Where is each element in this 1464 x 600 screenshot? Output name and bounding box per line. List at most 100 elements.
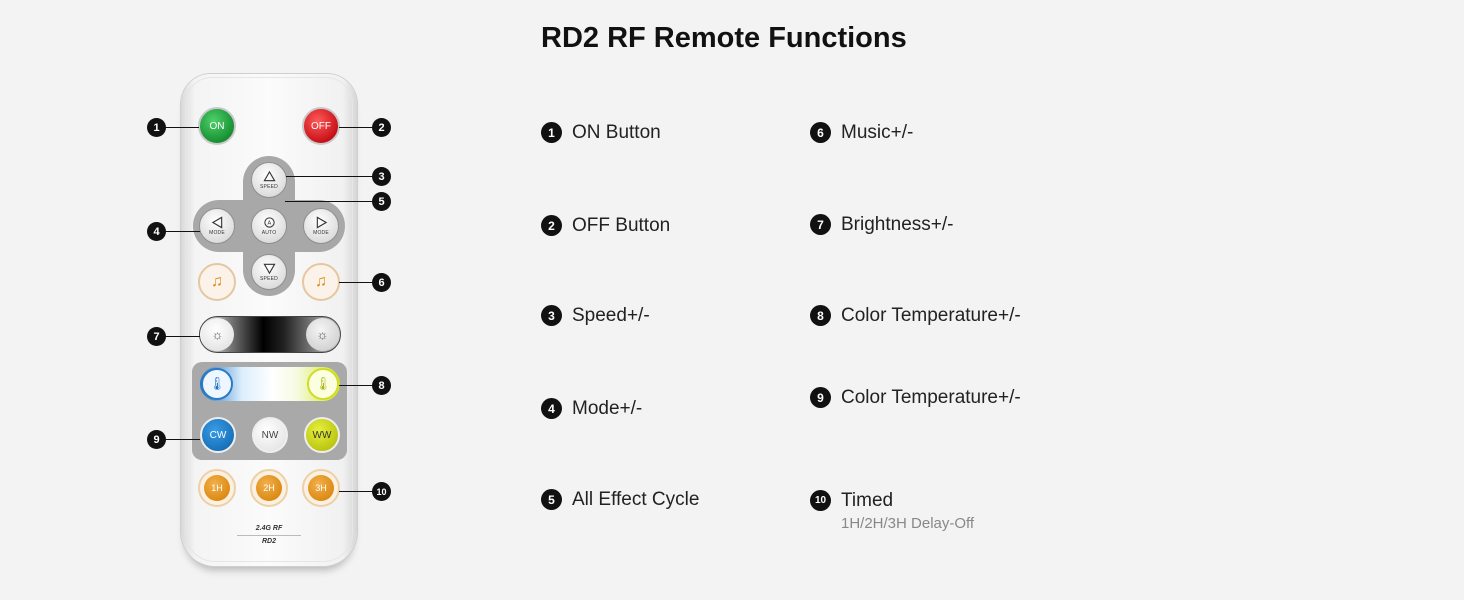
callout-line-3 [286,176,373,177]
mode-right-label: MODE [313,230,329,236]
brand-divider [237,535,301,536]
feature-number: 5 [541,489,562,510]
speed-down-button[interactable]: SPEED [251,254,287,290]
callout-dot-6: 6 [372,273,391,292]
thermometer-icon: 🌡 [314,376,332,391]
timer-2h-button[interactable]: 2H [250,469,288,507]
auto-cycle-icon: A [263,217,275,228]
ww-button[interactable]: WW [304,417,340,453]
sun-icon: ☼ [211,327,224,342]
color-temperature-panel: 🌡 🌡 CW NW WW [192,362,347,460]
callout-line-8 [339,385,373,386]
direction-pad: SPEED MODE A AUTO MODE SPEED [193,156,345,296]
triangle-down-icon [262,263,276,275]
feature-item-8: 8 Color Temperature+/- [810,305,1021,327]
mode-left-button[interactable]: MODE [199,208,235,244]
cw-button[interactable]: CW [200,417,236,453]
music-minus-button[interactable]: ♫ [198,263,236,301]
ww-label: WW [312,429,332,441]
page-title: RD2 RF Remote Functions [541,22,907,54]
callout-line-2 [339,127,373,128]
feature-text: Timed 1H/2H/3H Delay-Off [841,490,974,532]
auto-button[interactable]: A AUTO [251,208,287,244]
feature-item-4: 4 Mode+/- [541,398,642,420]
auto-label: AUTO [261,230,277,236]
callout-dot-4: 4 [147,222,166,241]
feature-label: Speed+/- [572,305,650,326]
feature-label: OFF Button [572,215,671,236]
feature-label: ON Button [572,122,661,143]
feature-number: 7 [810,214,831,235]
feature-item-5: 5 All Effect Cycle [541,489,699,511]
feature-number: 3 [541,305,562,326]
brand-mark: 2.4G RF RD2 [181,524,357,547]
timer-1h-button[interactable]: 1H [198,469,236,507]
thermometer-icon: 🌡 [208,376,226,391]
callout-dot-1: 1 [147,118,166,137]
speed-down-label: SPEED [260,276,278,282]
feature-item-1: 1 ON Button [541,122,661,144]
music-plus-button[interactable]: ♫ [302,263,340,301]
feature-number: 2 [541,215,562,236]
feature-label: Color Temperature+/- [841,305,1021,326]
speed-up-button[interactable]: SPEED [251,162,287,198]
callout-line-6 [339,282,373,283]
feature-label: Color Temperature+/- [841,387,1021,408]
timer-2h-label: 2H [256,475,282,501]
auto-letter: A [267,221,271,227]
feature-label: All Effect Cycle [572,489,700,510]
callout-dot-9: 9 [147,430,166,449]
feature-label: Brightness+/- [841,214,954,235]
feature-item-2: 2 OFF Button [541,215,670,237]
color-temperature-bar: 🌡 🌡 [200,367,340,401]
feature-item-9: 9 Color Temperature+/- [810,387,1021,409]
brightness-bar: ☼ ☼ [199,316,341,353]
remote-rim [185,77,353,562]
feature-item-10: 10 Timed 1H/2H/3H Delay-Off [810,490,974,532]
timer-3h-button[interactable]: 3H [302,469,340,507]
timer-1h-label: 1H [204,475,230,501]
feature-number: 10 [810,490,831,511]
callout-line-1 [165,127,199,128]
brightness-up-button[interactable]: ☼ [306,318,339,351]
mode-left-label: MODE [209,230,225,236]
feature-number: 9 [810,387,831,408]
feature-label: Music+/- [841,122,914,143]
callout-dot-8: 8 [372,376,391,395]
off-button[interactable]: OFF [302,107,340,145]
on-button[interactable]: ON [198,107,236,145]
feature-sublabel: 1H/2H/3H Delay-Off [841,515,975,532]
off-button-label: OFF [311,120,331,132]
on-button-label: ON [209,120,225,132]
feature-number: 4 [541,398,562,419]
cw-label: CW [209,429,227,441]
callout-dot-10: 10 [372,482,391,501]
callout-dot-2: 2 [372,118,391,137]
nw-button[interactable]: NW [252,417,288,453]
callout-line-10 [339,491,373,492]
mode-right-button[interactable]: MODE [303,208,339,244]
triangle-left-icon [211,216,222,229]
nw-label: NW [261,429,279,441]
callout-line-4 [165,231,200,232]
feature-item-3: 3 Speed+/- [541,305,650,327]
music-note-icon: ♫ [315,273,327,290]
triangle-up-icon [262,170,276,182]
music-note-icon: ♫ [211,273,223,290]
warm-temperature-button[interactable]: 🌡 [307,368,339,400]
callout-dot-7: 7 [147,327,166,346]
feature-label: Mode+/- [572,398,643,419]
sun-icon: ☼ [316,327,329,342]
callout-line-9 [165,439,200,440]
feature-item-7: 7 Brightness+/- [810,214,953,236]
timer-3h-label: 3H [308,475,334,501]
brand-model-label: RD2 [261,538,276,545]
brightness-down-button[interactable]: ☼ [201,318,234,351]
triangle-right-icon [316,216,327,229]
feature-number: 6 [810,122,831,143]
remote-control: ON OFF SPEED MODE A AUTO MODE SPEED ♫ [181,74,357,566]
callout-line-5 [285,201,373,202]
cool-temperature-button[interactable]: 🌡 [201,368,233,400]
speed-up-label: SPEED [260,184,278,190]
callout-dot-5: 5 [372,192,391,211]
